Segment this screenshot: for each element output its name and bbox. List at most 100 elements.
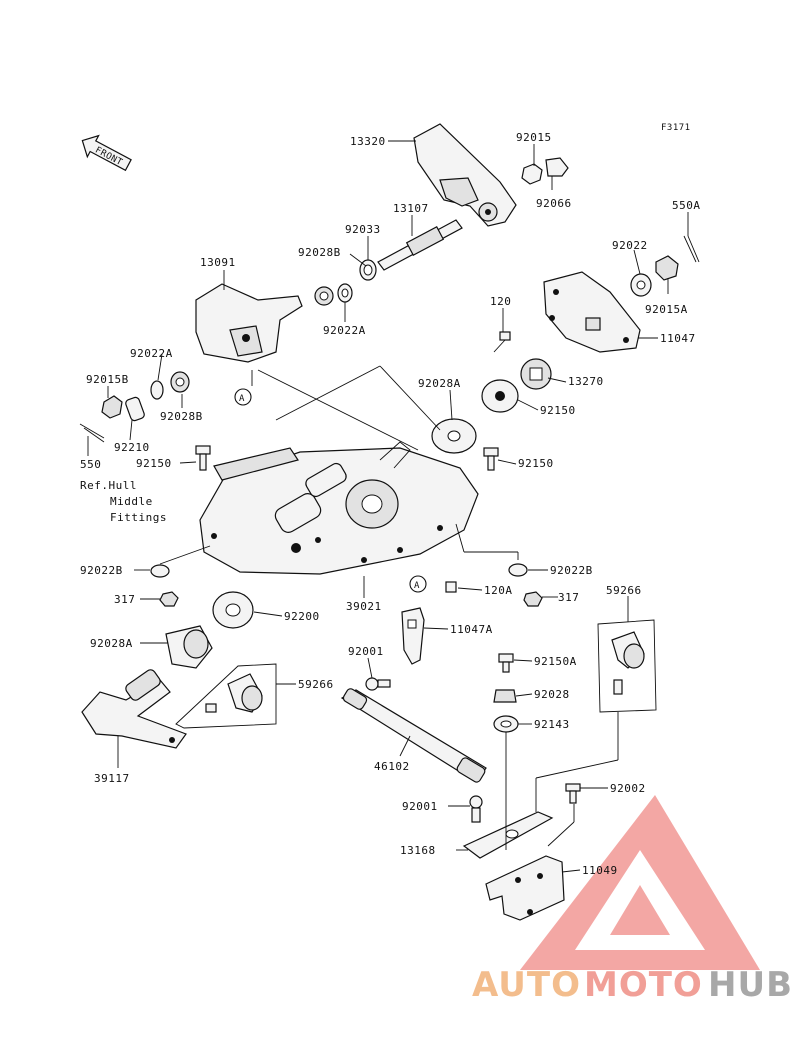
- part-59266-boot-left: [175, 663, 277, 729]
- label-550: 550: [80, 458, 101, 471]
- ref-note-line2: Middle: [110, 495, 153, 508]
- label-120: 120: [490, 295, 511, 308]
- label-39117: 39117: [94, 772, 130, 785]
- label-92150-mid: 92150: [518, 457, 554, 470]
- part-13168-plate: [462, 811, 554, 859]
- label-92150a: 92150A: [534, 655, 577, 668]
- part-92028B-bushing-top: [314, 286, 334, 306]
- label-317-left: 317: [114, 593, 135, 606]
- label-92022a-left: 92022A: [130, 347, 173, 360]
- label-92028b-left: 92028B: [160, 410, 203, 423]
- part-92143-washer: [493, 715, 519, 733]
- part-39021-cover: [199, 441, 479, 575]
- label-92028: 92028: [534, 688, 570, 701]
- callout-a-top: A: [234, 388, 252, 406]
- label-92022: 92022: [612, 239, 648, 252]
- part-11049-bracket: [485, 855, 565, 921]
- label-92033: 92033: [345, 223, 381, 236]
- part-550A-pin: [683, 235, 700, 263]
- label-13270: 13270: [568, 375, 604, 388]
- part-92210-spring: [125, 396, 145, 422]
- label-92015b: 92015B: [86, 373, 129, 386]
- part-92150-bolt-right: [483, 447, 499, 471]
- label-92022a-top: 92022A: [323, 324, 366, 337]
- part-92028A-grommet-left: [165, 625, 213, 669]
- label-59266-right: 59266: [606, 584, 642, 597]
- label-13091: 13091: [200, 256, 236, 269]
- part-120-bolt: [493, 331, 511, 353]
- ref-note-line1: Ref.Hull: [80, 479, 137, 492]
- part-92022A-washer-top: [337, 283, 353, 303]
- label-59266-left: 59266: [298, 678, 334, 691]
- part-labels: 13320 92015 92066 13107 92033 92028B 550…: [80, 131, 701, 877]
- label-92028a-left: 92028A: [90, 637, 133, 650]
- part-92028B-bushing-left: [170, 371, 190, 393]
- label-92210: 92210: [114, 441, 150, 454]
- part-92022A-washer-left: [150, 380, 164, 400]
- watermark-text: AUTO MOTO HUB: [472, 965, 793, 1005]
- label-92015a: 92015A: [645, 303, 688, 316]
- part-92066-cap: [545, 157, 569, 177]
- label-92066: 92066: [536, 197, 572, 210]
- ref-note-line3: Fittings: [110, 511, 167, 524]
- label-92001-top: 92001: [348, 645, 384, 658]
- watermark-triangle-core: [610, 885, 670, 935]
- label-92200: 92200: [284, 610, 320, 623]
- svg-text:A: A: [239, 394, 245, 404]
- part-92028A-grommet-mid: [431, 418, 477, 454]
- label-39021: 39021: [346, 600, 382, 613]
- part-317-nut-left: [159, 591, 179, 607]
- label-92022b-left: 92022B: [80, 564, 123, 577]
- part-92150A-bolt: [498, 653, 514, 673]
- part-92015-nut: [521, 163, 543, 185]
- part-92001-ball-top: [365, 677, 391, 691]
- watermark-logo: [520, 795, 760, 970]
- part-92022-washer: [630, 273, 652, 297]
- part-39117-lever: [81, 669, 187, 749]
- part-92150-bolt-left: [195, 445, 211, 471]
- label-92028a-mid: 92028A: [418, 377, 461, 390]
- part-92200-ring: [212, 591, 254, 629]
- label-13320: 13320: [350, 135, 386, 148]
- label-92028b-top: 92028B: [298, 246, 341, 259]
- label-92001-bottom: 92001: [402, 800, 438, 813]
- label-13168: 13168: [400, 844, 436, 857]
- part-13320-handle: [413, 123, 517, 227]
- part-92001-ball-bottom: [469, 795, 483, 823]
- part-13091-housing: [195, 283, 303, 363]
- label-550a: 550A: [672, 199, 701, 212]
- part-13270-plate: [520, 358, 552, 390]
- part-11047-bracket: [543, 271, 641, 353]
- part-317-nut-right: [523, 591, 543, 607]
- leader-lines: [87, 140, 689, 873]
- part-13107-shaft: [377, 219, 463, 271]
- watermark-auto: AUTO: [472, 965, 581, 1005]
- watermark-hub: HUB: [708, 965, 793, 1005]
- diagram-code: F3171: [661, 123, 691, 133]
- label-92150-right: 92150: [540, 404, 576, 417]
- label-11047: 11047: [660, 332, 696, 345]
- part-92002-screw: [565, 783, 581, 804]
- label-92150-left: 92150: [136, 457, 172, 470]
- part-92028-collar: [493, 689, 517, 703]
- label-92015: 92015: [516, 131, 552, 144]
- label-13107: 13107: [393, 202, 429, 215]
- part-92015B-nut: [101, 395, 123, 419]
- part-92015A-nut: [655, 255, 679, 281]
- part-59266-boot-right: [597, 619, 657, 713]
- label-46102: 46102: [374, 760, 410, 773]
- part-46102-rod: [340, 688, 487, 783]
- part-92022B-washer-right: [508, 563, 528, 577]
- label-92022b-right: 92022B: [550, 564, 593, 577]
- part-550-pin: [79, 423, 105, 443]
- part-92022B-washer-left: [150, 564, 170, 578]
- callout-a-bottom: A: [409, 575, 427, 593]
- label-317-right: 317: [558, 591, 579, 604]
- front-arrow: FRONT: [81, 134, 132, 172]
- part-11047A-bracket: [401, 607, 425, 665]
- label-11049: 11049: [582, 864, 618, 877]
- svg-text:A: A: [414, 581, 420, 591]
- label-92143: 92143: [534, 718, 570, 731]
